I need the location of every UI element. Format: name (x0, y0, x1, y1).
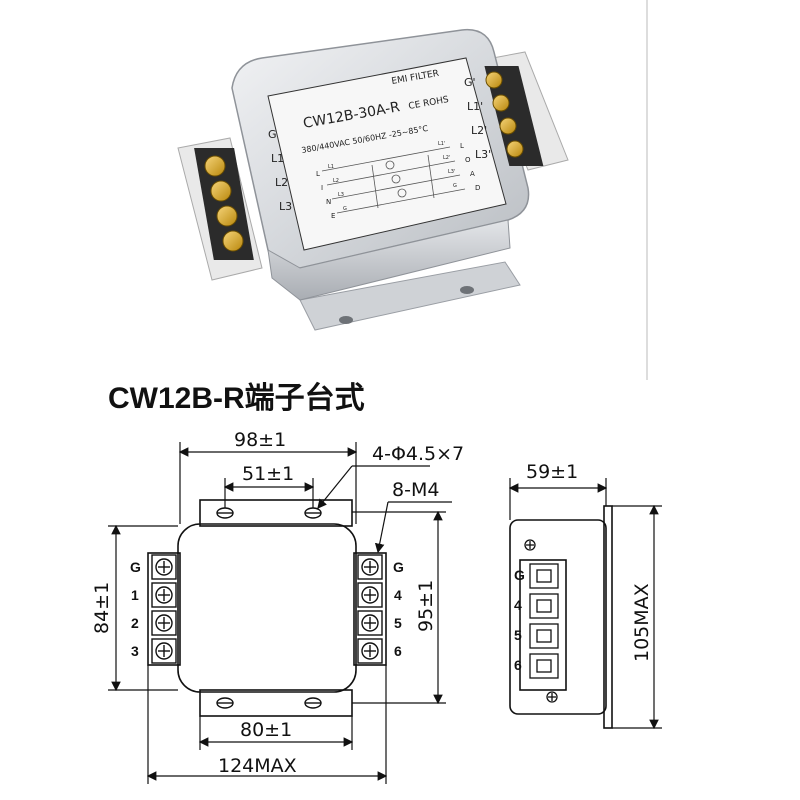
side-pin-4: 4 (514, 597, 522, 613)
dim-height-left: 84±1 (91, 582, 113, 634)
photo-schematic-labels: L I N E L1 L2 L3 G L1' L2' L3' G L O A D (316, 141, 480, 220)
photo-term-left-l1: L1 (271, 152, 284, 165)
svg-text:D: D (475, 184, 480, 192)
svg-text:L2: L2 (333, 178, 339, 184)
diagram-heading: CW12B-R端子台式 (108, 381, 365, 415)
product-photo: EMI FILTER CW12B-30A-R CE ROHS 380/440VA… (177, 0, 648, 380)
side-pin-6: 6 (514, 657, 522, 673)
side-pin-5: 5 (514, 627, 522, 643)
svg-text:O: O (465, 156, 471, 164)
photo-term-right-l2: L2' (471, 124, 487, 137)
dim-hole-spacing-top: 51±1 (242, 463, 294, 485)
photo-left-terminals (194, 148, 254, 260)
side-view-drawing (509, 505, 613, 729)
svg-text:L: L (460, 142, 464, 150)
svg-text:L1': L1' (438, 141, 445, 147)
svg-text:I: I (321, 184, 323, 192)
svg-text:L2': L2' (443, 155, 450, 161)
photo-schematic (321, 146, 466, 214)
dim-total-width: 124MAX (218, 755, 297, 777)
svg-text:N: N (326, 198, 331, 206)
photo-term-right-l3: L3' (475, 148, 491, 161)
pin-label-left-3: 3 (131, 643, 139, 659)
pin-label-right-4: 4 (394, 587, 402, 603)
svg-text:G: G (453, 183, 457, 189)
dim-hole-callout: 4-Φ4.5×7 (372, 443, 464, 465)
svg-text:L3: L3 (338, 192, 344, 198)
side-pin-g: G (514, 567, 525, 583)
dim-screw-callout: 8-M4 (392, 479, 439, 501)
svg-text:A: A (470, 170, 475, 178)
side-pin-labels: G 4 5 6 (514, 567, 525, 673)
svg-text:E: E (331, 212, 335, 220)
photo-term-right-g: G' (464, 76, 476, 89)
pin-label-right-6: 6 (394, 643, 402, 659)
pin-label-left-g: G (130, 559, 141, 575)
dim-side-height: 105MAX (631, 583, 653, 662)
side-view-details (524, 539, 559, 703)
pin-label-left-2: 2 (131, 615, 139, 631)
dim-width-overall: 98±1 (234, 429, 286, 451)
photo-term-left-l3: L3 (279, 200, 292, 213)
mounting-holes (216, 507, 322, 709)
front-view-drawing (147, 499, 387, 717)
front-dimensions (108, 442, 452, 784)
svg-text:L1: L1 (328, 164, 334, 170)
pin-label-right-5: 5 (394, 615, 402, 631)
dim-depth: 59±1 (526, 461, 578, 483)
front-pin-labels: G 1 2 3 G 4 5 6 (130, 559, 404, 659)
svg-text:L: L (316, 170, 320, 178)
photo-term-right-l1: L1' (467, 100, 483, 113)
photo-term-left-l2: L2 (275, 176, 288, 189)
dim-height-right: 95±1 (415, 580, 437, 632)
photo-right-terminals (484, 66, 544, 166)
pin-label-right-g: G (393, 559, 404, 575)
svg-text:G: G (343, 206, 347, 212)
svg-text:L3': L3' (448, 169, 455, 175)
side-dimensions (508, 478, 662, 730)
pin-label-left-1: 1 (131, 587, 139, 603)
front-terminal-screws (151, 554, 383, 664)
dim-hole-spacing-bottom: 80±1 (240, 719, 292, 741)
photo-term-left-g: G (268, 128, 277, 141)
